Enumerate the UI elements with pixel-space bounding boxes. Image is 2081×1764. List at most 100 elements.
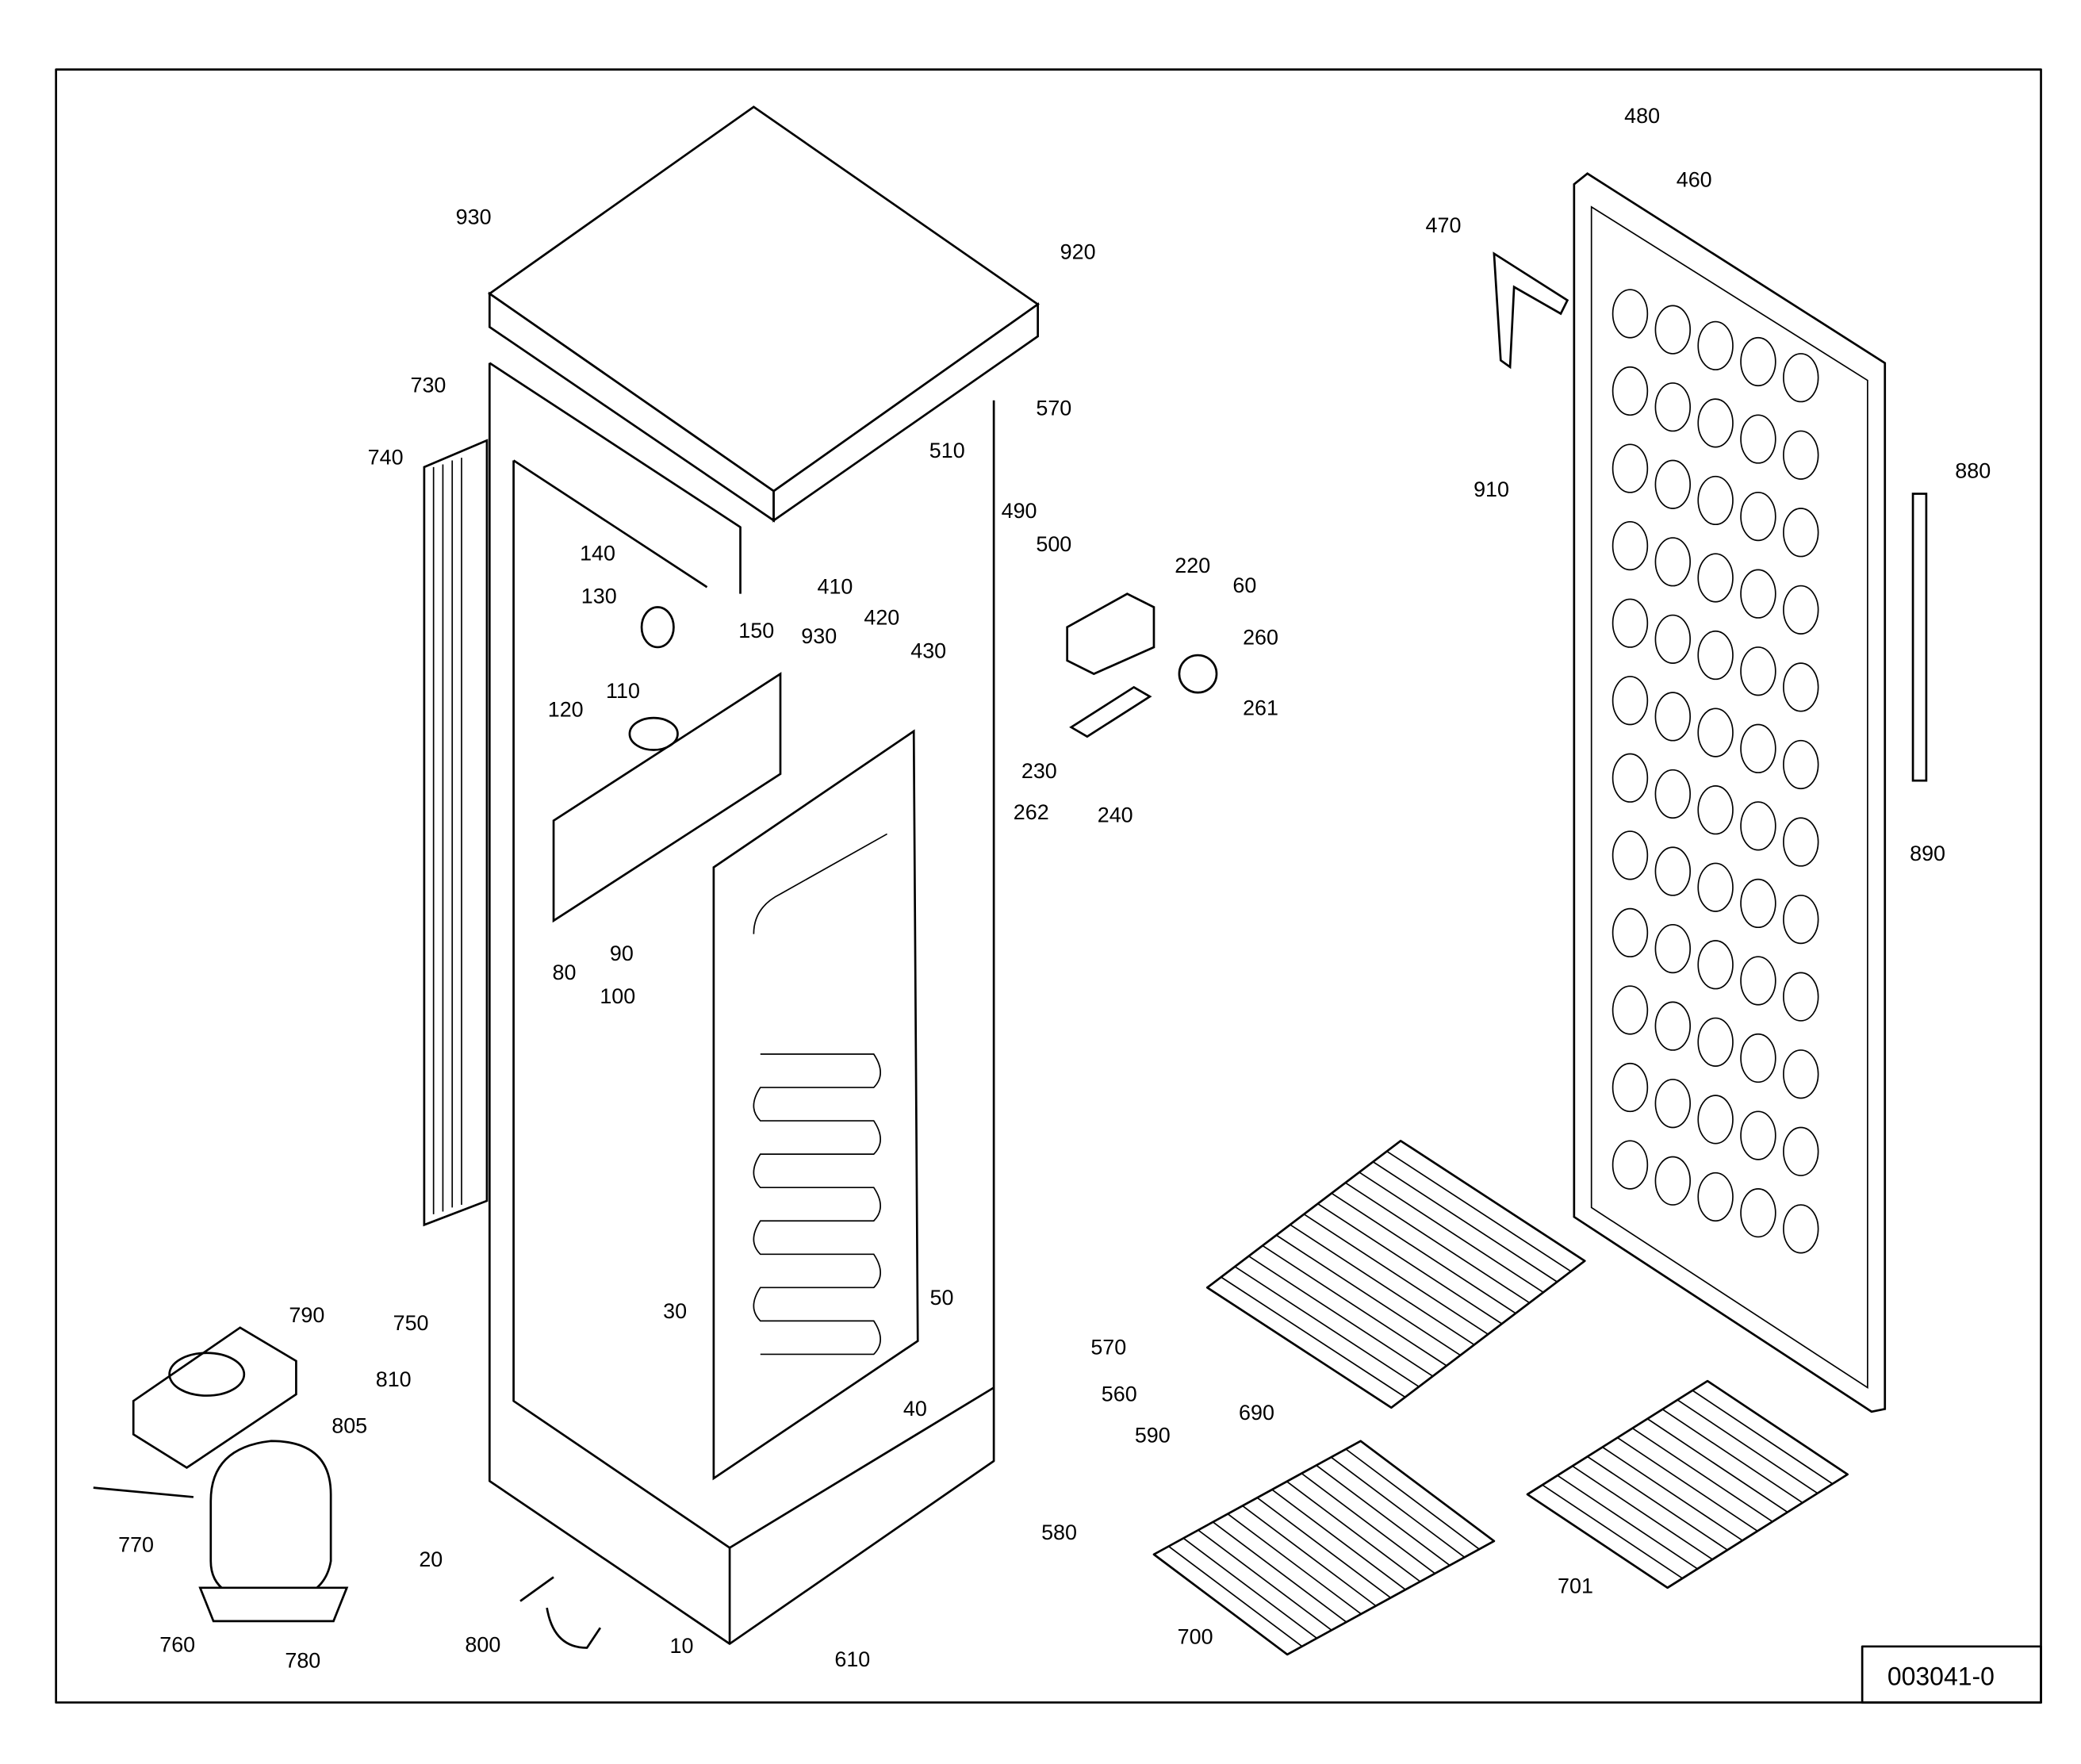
shelf-wire [1212,1521,1347,1623]
door-circle [1783,1204,1819,1254]
part-label-30: 30 [663,1299,687,1323]
door-circle [1697,785,1734,835]
shelf-wire [1542,1484,1683,1579]
part-label-60: 60 [1232,573,1256,597]
door-circle [1783,972,1819,1022]
part-label-120: 120 [548,697,584,721]
shelf-wire [1248,1255,1434,1377]
shelf-wire [1227,1513,1362,1615]
shelf-wire [1372,1161,1558,1283]
part-label-580: 580 [1041,1520,1077,1544]
drawing-number: 003041-0 [1887,1662,1995,1691]
shelf-wire [1286,1481,1421,1582]
door-circle [1697,1017,1734,1067]
shelf-wire [1359,1172,1544,1294]
door-circle [1654,846,1691,896]
part-label-910: 910 [1474,477,1509,501]
door-circle [1783,739,1819,790]
part-label-730: 730 [410,374,446,397]
part-label-500: 500 [1036,532,1071,556]
shelf-wire [1168,1545,1303,1647]
door-circle [1783,662,1819,712]
shelf-wire [1290,1224,1475,1346]
door-circle [1740,1110,1776,1160]
part-label-261: 261 [1243,696,1278,720]
evaporator-plate-part [712,729,919,1481]
shelf-wire [1692,1390,1834,1485]
part-label-750: 750 [393,1311,429,1335]
condenser-part [423,439,489,1227]
door-circle [1740,646,1776,696]
part-label-701: 701 [1558,1574,1593,1598]
part-label-50: 50 [930,1286,954,1310]
door-circle [1740,956,1776,1006]
shelf-wire [1316,1464,1451,1567]
shelf-wire [1646,1418,1788,1513]
part-label-570: 570 [1036,396,1071,420]
door-circle [1697,1172,1734,1222]
part-label-890: 890 [1910,842,1945,865]
part-label-262: 262 [1014,800,1049,824]
shelf-wire [1557,1474,1698,1570]
part-label-230: 230 [1021,759,1057,783]
door-circle [1612,676,1649,726]
door-circle [1654,923,1691,974]
part-label-760: 760 [159,1633,195,1657]
shelf-wire [1345,1448,1480,1550]
shelf-wire [1271,1489,1406,1590]
part-label-510: 510 [929,439,965,462]
door-circle [1783,894,1819,945]
part-label-90: 90 [610,941,634,965]
door-circle [1783,353,1819,403]
door-circle [1654,1156,1691,1206]
part-label-880: 880 [1955,458,1991,482]
part-label-810: 810 [376,1367,412,1391]
shelf-wire [1572,1465,1713,1560]
door-circle [1654,692,1691,742]
shelf-wire [1631,1427,1773,1523]
door-circle [1783,1126,1819,1176]
part-label-740: 740 [368,446,404,470]
shelf-wire [1602,1446,1743,1541]
part-label-805: 805 [332,1414,367,1438]
shelf-wire [1301,1472,1435,1574]
part-label-690: 690 [1239,1401,1274,1425]
part-label-430: 430 [910,638,946,662]
part-label-790: 790 [289,1303,324,1327]
door-circle [1740,878,1776,929]
door-circle [1783,1049,1819,1099]
door-circle [1612,366,1649,416]
part-label-780: 780 [285,1649,320,1673]
door-circle [1740,723,1776,773]
shelf-wire [1330,1456,1466,1559]
part-label-410: 410 [818,575,853,599]
door-circle [1697,320,1734,370]
part-label-490: 490 [1002,499,1037,523]
fan-assembly-part [552,606,782,923]
door-circle [1654,614,1691,664]
door-circle [1783,585,1819,635]
part-label-480: 480 [1624,104,1660,128]
door-circle [1697,553,1734,603]
part-label-150: 150 [738,619,774,642]
shelf-wire [1331,1192,1516,1314]
door-circle [1740,414,1776,464]
shelf-wire [1303,1214,1489,1335]
part-label-140: 140 [580,542,615,566]
cabinet-body-part [488,362,995,1645]
shelf-wire [1386,1150,1572,1272]
door-circle [1654,382,1691,432]
part-label-10: 10 [670,1634,694,1658]
door-circle [1783,508,1819,558]
shelf-wire [1221,1276,1406,1398]
door-circle [1654,305,1691,355]
door-circle [1697,475,1734,526]
door-circle [1654,1079,1691,1129]
door-circle [1740,1033,1776,1083]
door-circle [1654,537,1691,587]
door-circle [1612,521,1649,571]
part-label-240: 240 [1098,803,1133,826]
part-label-700: 700 [1178,1624,1213,1648]
shelf-wire [1677,1399,1818,1494]
